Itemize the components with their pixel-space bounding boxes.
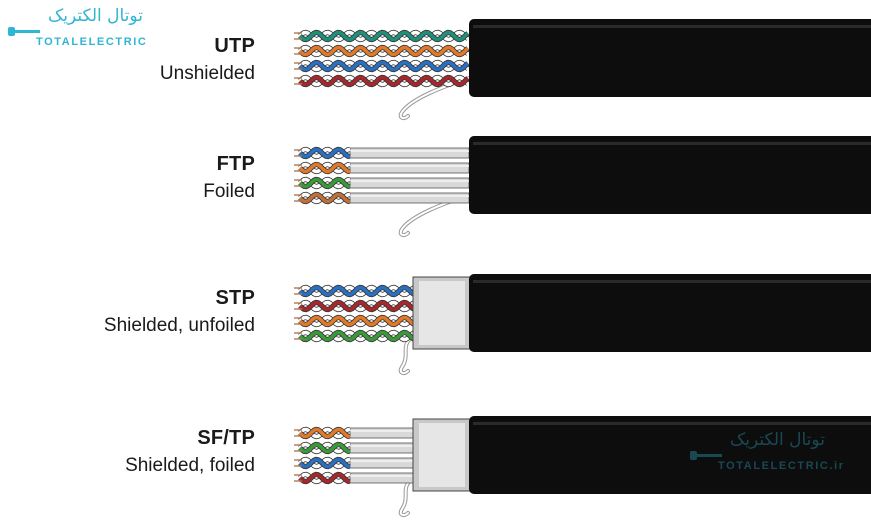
- colored-wire: [298, 300, 419, 312]
- twisted-pair-3: [294, 471, 419, 485]
- twisted-pair-3: [294, 74, 470, 88]
- twisted-pair-2: [294, 59, 470, 73]
- shield-highlight: [419, 423, 465, 487]
- plug-icon: [690, 450, 724, 462]
- twisted-pair-0: [294, 284, 420, 298]
- twisted-pair-3: [294, 191, 470, 205]
- colored-wire: [298, 192, 351, 204]
- cable-type-description: Unshielded: [159, 63, 255, 84]
- colored-wire: [298, 30, 470, 42]
- cable-type-description: Shielded, foiled: [125, 455, 255, 476]
- twisted-pair-1: [294, 161, 470, 175]
- white-wire: [298, 30, 470, 42]
- twisted-pair-1: [294, 299, 420, 313]
- white-wire: [298, 45, 470, 57]
- white-wire: [298, 442, 351, 454]
- cable-drawing-3: [294, 416, 871, 518]
- colored-wire: [298, 162, 351, 174]
- twisted-pair-0: [294, 426, 419, 440]
- colored-wire: [298, 457, 351, 469]
- white-wire: [298, 177, 351, 189]
- twisted-pair-2: [294, 314, 420, 328]
- colored-wire: [298, 330, 419, 342]
- colored-wire: [298, 60, 470, 72]
- white-wire: [298, 147, 351, 159]
- cable-label-1: FTP Foiled: [203, 150, 255, 206]
- drain-wire-core: [399, 332, 424, 375]
- cable-label-2: STP Shielded, unfoiled: [104, 284, 255, 340]
- twisted-pair-0: [294, 29, 470, 43]
- pair-foil: [349, 162, 470, 174]
- colored-wire: [298, 45, 470, 57]
- brand-logo: توتال الکتریک TOTALELECTRIC: [8, 6, 178, 54]
- cable-type-title: SF/TP: [197, 427, 255, 449]
- jacket-sheen: [473, 25, 871, 28]
- pair-foil: [349, 177, 470, 189]
- jacket-sheen: [473, 280, 871, 283]
- jacket-sheen: [473, 142, 871, 145]
- logo-latin-text: TOTALELECTRIC: [36, 36, 148, 48]
- twisted-pair-1: [294, 441, 419, 455]
- cable-drawing-2: [294, 274, 871, 376]
- pair-foil: [349, 457, 419, 469]
- colored-wire: [298, 315, 419, 327]
- white-wire: [298, 192, 351, 204]
- colored-wire: [298, 75, 470, 87]
- colored-wire: [298, 285, 419, 297]
- colored-wire: [298, 442, 351, 454]
- white-wire: [298, 162, 351, 174]
- cable-label-3: SF/TP Shielded, foiled: [125, 424, 255, 480]
- colored-wire: [298, 177, 351, 189]
- white-wire: [298, 75, 470, 87]
- pair-foil: [349, 192, 470, 204]
- watermark-latin-text: TOTALELECTRIC.ir: [718, 460, 845, 472]
- twisted-pair-3: [294, 329, 420, 343]
- watermark-logo: توتال الکتریک TOTALELECTRIC.ir: [690, 430, 860, 478]
- twisted-pair-2: [294, 176, 470, 190]
- pair-foil: [349, 472, 419, 484]
- cable-type-title: STP: [215, 287, 255, 309]
- cable-jacket: [469, 19, 871, 97]
- pair-foil: [349, 442, 419, 454]
- white-wire: [298, 60, 470, 72]
- twisted-pair-0: [294, 146, 470, 160]
- cable-type-title: UTP: [214, 35, 255, 57]
- shield-highlight: [419, 281, 465, 345]
- colored-wire: [298, 147, 351, 159]
- cable-label-0: UTP Unshielded: [160, 32, 255, 88]
- jacket-sheen: [473, 422, 871, 425]
- cable-type-description: Foiled: [203, 181, 255, 202]
- twisted-pair-1: [294, 44, 470, 58]
- cable-jacket: [469, 274, 871, 352]
- cable-drawing-1: [294, 136, 871, 238]
- watermark-arabic-text: توتال الکتریک: [730, 430, 825, 450]
- white-wire: [298, 472, 351, 484]
- white-wire: [298, 427, 351, 439]
- logo-arabic-text: توتال الکتریک: [48, 6, 143, 26]
- pair-foil: [349, 147, 470, 159]
- colored-wire: [298, 472, 351, 484]
- pair-foil: [349, 427, 419, 439]
- white-wire: [298, 457, 351, 469]
- plug-icon: [8, 26, 42, 38]
- cable-type-title: FTP: [216, 153, 255, 175]
- twisted-pair-2: [294, 456, 419, 470]
- cable-jacket: [469, 136, 871, 214]
- colored-wire: [298, 427, 351, 439]
- cable-type-description: Shielded, unfoiled: [103, 315, 255, 336]
- cable-drawing-0: [294, 19, 871, 121]
- cable-jacket: [469, 416, 871, 494]
